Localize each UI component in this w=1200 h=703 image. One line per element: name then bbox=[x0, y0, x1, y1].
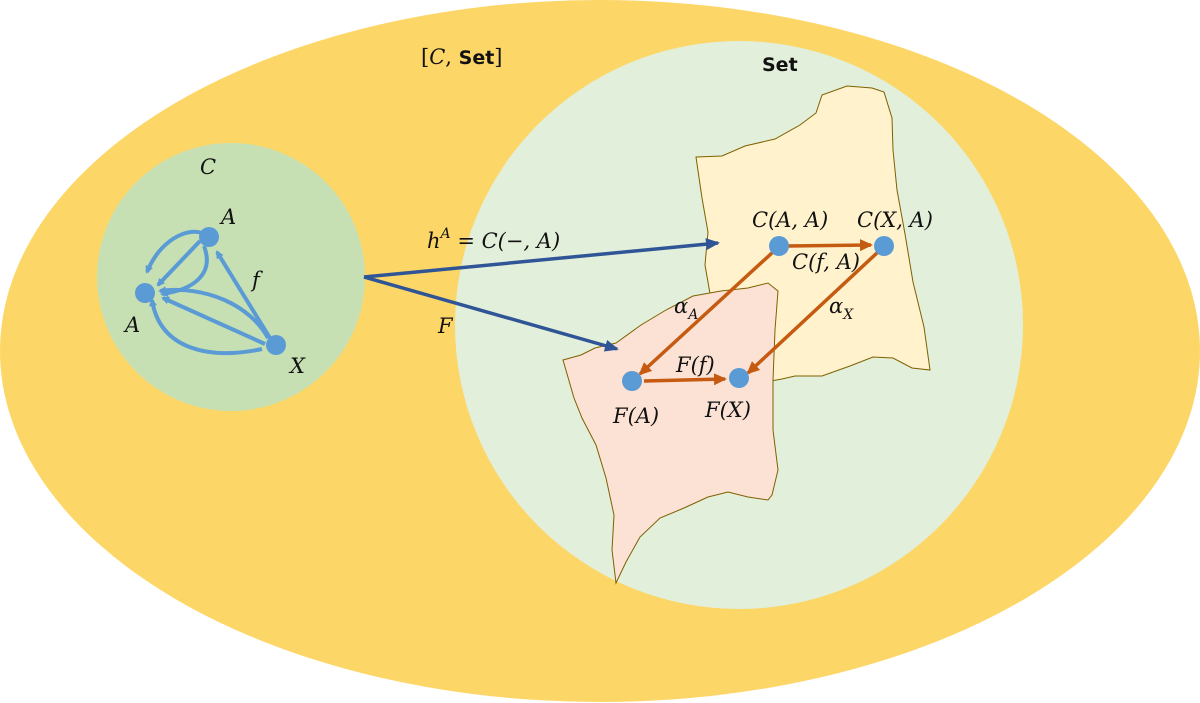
hom-fa-label: C(f, A) bbox=[792, 250, 860, 274]
set-title: Set bbox=[762, 54, 798, 76]
functor-f-arrow bbox=[363, 275, 619, 352]
category-c-label: C bbox=[200, 155, 216, 179]
object-x-label: X bbox=[288, 354, 306, 378]
f-of-x-point bbox=[729, 368, 749, 388]
hom-xa-point bbox=[874, 236, 894, 256]
bracket-open: [ bbox=[421, 45, 429, 69]
hom-functor-rhs: = C(−, A) bbox=[451, 229, 561, 253]
f-of-f-label: F(f) bbox=[675, 353, 715, 377]
f-of-x-label: F(X) bbox=[704, 398, 751, 422]
f-of-f-arrow bbox=[643, 373, 727, 386]
object-a-top bbox=[199, 227, 219, 247]
alpha-x-sub: X bbox=[842, 307, 854, 323]
alpha-a-label: αA bbox=[674, 294, 698, 323]
alpha-a-arrow bbox=[638, 250, 775, 376]
morphism-a-to-a-left bbox=[156, 239, 202, 287]
object-a-left-label: A bbox=[123, 313, 140, 337]
alpha-a-sub: A bbox=[686, 307, 698, 323]
morphism-x-to-a-arc-lower bbox=[149, 298, 263, 356]
functor-f-label: F bbox=[437, 314, 454, 338]
alpha-x-symbol: α bbox=[829, 294, 843, 318]
comma: , bbox=[445, 45, 458, 69]
morphism-f bbox=[215, 250, 272, 340]
morphism-x-to-a-arc-upper bbox=[158, 286, 270, 339]
alpha-a-symbol: α bbox=[674, 294, 688, 318]
f-of-a-label: F(A) bbox=[612, 404, 659, 428]
hom-functor-label: hA = C(−, A) bbox=[427, 226, 560, 253]
functor-f-image-blob bbox=[562, 282, 779, 585]
object-x bbox=[266, 335, 286, 355]
morphism-f-label: f bbox=[250, 268, 263, 292]
object-a-left bbox=[135, 283, 155, 303]
bracket-close: ] bbox=[494, 45, 502, 69]
hom-map-arrow bbox=[786, 239, 873, 252]
f-of-a-point bbox=[622, 371, 642, 391]
hom-aa-label: C(A, A) bbox=[752, 208, 828, 232]
morphism-x-to-a-straight bbox=[161, 296, 266, 346]
endo-loop-wrap bbox=[160, 245, 209, 298]
hom-functor-sup: A bbox=[439, 226, 451, 242]
object-a-top-label: A bbox=[219, 205, 236, 229]
functor-category-label: [C, Set] bbox=[421, 45, 503, 69]
hom-functor-h: h bbox=[427, 229, 441, 253]
alpha-x-label: αX bbox=[829, 294, 854, 323]
hom-aa-point bbox=[769, 236, 789, 256]
category-symbol: C bbox=[429, 45, 445, 69]
set-symbol: Set bbox=[459, 47, 495, 69]
hom-xa-label: C(X, A) bbox=[857, 208, 933, 232]
alpha-x-arrow bbox=[746, 250, 880, 375]
hom-functor-arrow bbox=[363, 238, 720, 279]
